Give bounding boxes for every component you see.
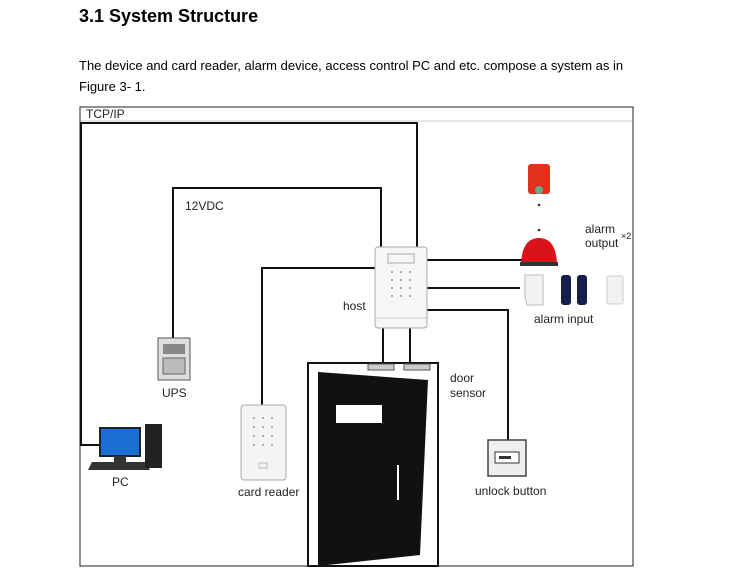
ellipsis-dots	[537, 203, 541, 232]
ups-icon	[157, 337, 191, 381]
unlock-button-label: unlock button	[475, 484, 546, 498]
siren-alarm-icon	[520, 238, 558, 266]
door-sensor-label-line2: sensor	[450, 386, 486, 400]
door-sensor-label-line1: door	[450, 371, 474, 385]
strobe-alarm-icon	[528, 164, 550, 194]
power-wire	[172, 187, 382, 340]
unlock-button-icon	[487, 439, 527, 477]
alarm-output-label-line1: alarm	[585, 222, 615, 236]
section-title: 3.1 System Structure	[79, 6, 259, 26]
pc-label: PC	[112, 475, 129, 489]
unlock-button-wire	[427, 309, 509, 440]
tcpip-label: TCP/IP	[86, 107, 125, 121]
ups-label: UPS	[162, 386, 187, 400]
card-reader-wire	[261, 267, 375, 405]
pc-icon	[88, 424, 162, 470]
alarm-output-count: ×2	[621, 231, 631, 241]
host-label: host	[343, 299, 366, 313]
wires	[80, 122, 522, 446]
door-icon	[307, 362, 439, 567]
intro-paragraph: The device and card reader, alarm device…	[79, 58, 624, 94]
alarm-input-label: alarm input	[534, 312, 594, 326]
card-reader-icon	[240, 404, 287, 481]
alarm-output-label-line2: output	[585, 236, 619, 250]
host-device-icon	[374, 246, 428, 329]
door-sensor-icon	[367, 363, 431, 371]
beam-detector-icon	[561, 275, 587, 305]
tcpip-wire	[80, 122, 418, 446]
pir-detector-icon	[524, 274, 544, 306]
power-label: 12VDC	[185, 199, 224, 213]
smoke-detector-icon	[606, 275, 624, 305]
card-reader-label: card reader	[238, 485, 299, 499]
